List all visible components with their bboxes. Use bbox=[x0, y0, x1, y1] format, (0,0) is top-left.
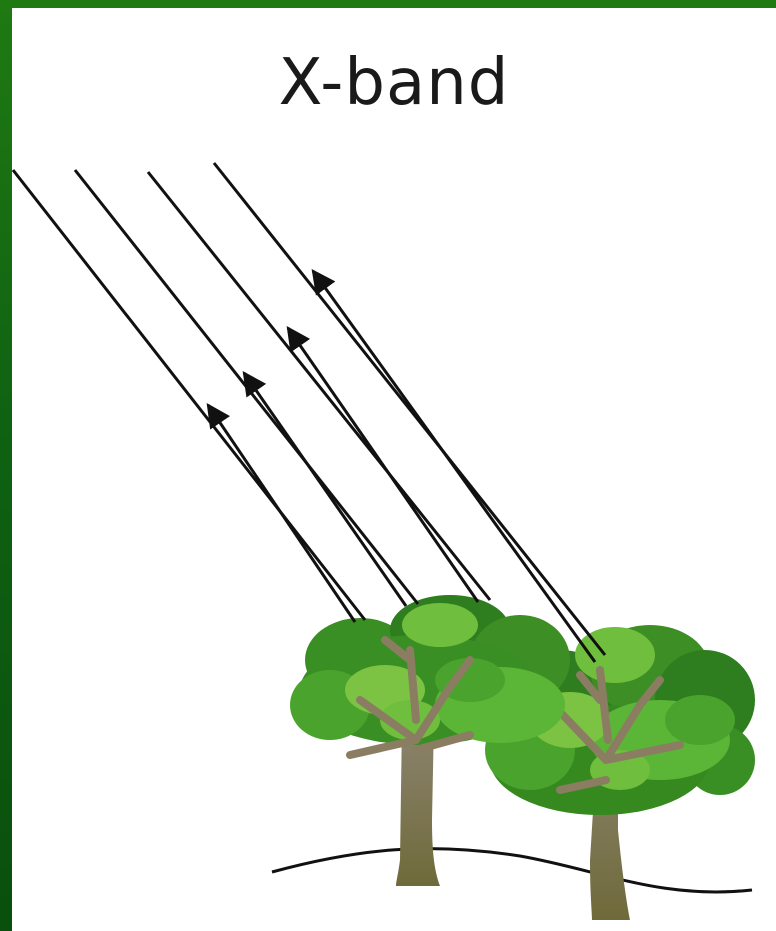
slide-frame-left bbox=[0, 0, 12, 931]
ground-line bbox=[272, 849, 752, 892]
incident-rays bbox=[13, 163, 605, 655]
incident-ray bbox=[148, 172, 490, 600]
scene-svg bbox=[12, 8, 776, 931]
backscatter-arrow bbox=[208, 405, 355, 622]
backscatter-arrows bbox=[208, 271, 595, 662]
diagram-panel: X-band bbox=[12, 8, 776, 931]
incident-ray bbox=[214, 163, 605, 655]
incident-ray bbox=[13, 170, 365, 620]
incident-ray bbox=[75, 170, 418, 604]
slide-frame-top bbox=[0, 0, 776, 8]
